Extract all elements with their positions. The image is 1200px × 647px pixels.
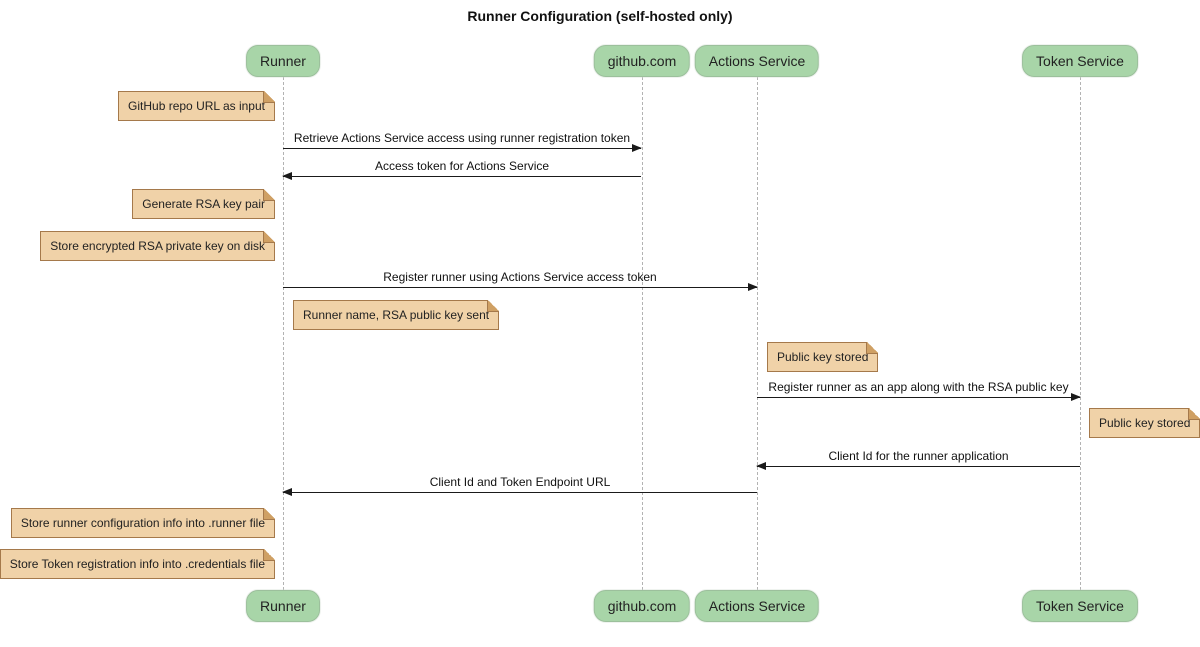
participant-token-service-bottom: Token Service bbox=[1022, 590, 1138, 622]
note-store-runner-config: Store runner configuration info into .ru… bbox=[10, 508, 275, 538]
arrowhead-icon bbox=[756, 462, 766, 470]
arrow-right-icon bbox=[283, 144, 642, 152]
note-fold-icon bbox=[263, 549, 275, 561]
participant-github-com-bottom: github.com bbox=[593, 590, 691, 622]
note-store-token-registration: Store Token registration info into .cred… bbox=[0, 549, 275, 579]
arrowhead-icon bbox=[1071, 393, 1081, 401]
note-text: Store runner configuration info into .ru… bbox=[20, 516, 265, 530]
note-public-key-stored-token: Public key stored bbox=[1089, 408, 1200, 438]
note-github-repo-url: GitHub repo URL as input bbox=[118, 91, 275, 121]
message-label: Access token for Actions Service bbox=[374, 159, 550, 173]
message-label: Client Id and Token Endpoint URL bbox=[429, 475, 611, 489]
arrow-left-icon bbox=[282, 488, 757, 496]
message-retrieve-actions-access: Retrieve Actions Service access using ru… bbox=[283, 131, 642, 152]
note-text: GitHub repo URL as input bbox=[128, 99, 265, 113]
note-text: Store encrypted RSA private key on disk bbox=[50, 239, 265, 253]
lifeline-github-com bbox=[642, 77, 643, 590]
message-register-runner-as-app: Register runner as an app along with the… bbox=[757, 380, 1081, 401]
lifeline-actions-service bbox=[757, 77, 758, 590]
participant-actions-service-bottom: Actions Service bbox=[694, 590, 820, 622]
note-fold-icon bbox=[263, 91, 275, 103]
note-text: Store Token registration info into .cred… bbox=[9, 557, 265, 571]
message-register-runner: Register runner using Actions Service ac… bbox=[283, 270, 758, 291]
message-label: Retrieve Actions Service access using ru… bbox=[293, 131, 631, 145]
participant-runner-top: Runner bbox=[246, 45, 320, 77]
arrow-right-icon bbox=[757, 393, 1081, 401]
arrow-left-icon bbox=[756, 462, 1080, 470]
arrowhead-icon bbox=[282, 488, 292, 496]
participant-actions-service-top: Actions Service bbox=[694, 45, 820, 77]
message-client-id-token-endpoint: Client Id and Token Endpoint URL bbox=[282, 475, 757, 496]
message-label: Client Id for the runner application bbox=[828, 449, 1009, 463]
note-runner-name-public-key-sent: Runner name, RSA public key sent bbox=[293, 300, 500, 330]
message-access-token: Access token for Actions Service bbox=[282, 159, 641, 180]
note-fold-icon bbox=[263, 189, 275, 201]
lifeline-runner bbox=[283, 77, 284, 590]
note-text: Public key stored bbox=[1099, 416, 1191, 430]
lifeline-token-service bbox=[1080, 77, 1081, 590]
note-generate-rsa-key-pair: Generate RSA key pair bbox=[132, 189, 275, 219]
note-store-encrypted-private-key: Store encrypted RSA private key on disk bbox=[40, 231, 275, 261]
note-fold-icon bbox=[263, 231, 275, 243]
note-text: Generate RSA key pair bbox=[142, 197, 265, 211]
note-fold-icon bbox=[487, 300, 500, 312]
message-label: Register runner as an app along with the… bbox=[768, 380, 1069, 394]
arrow-left-icon bbox=[282, 172, 641, 180]
arrowhead-icon bbox=[748, 283, 758, 291]
note-text: Public key stored bbox=[777, 350, 869, 364]
note-fold-icon bbox=[1188, 408, 1200, 420]
arrowhead-icon bbox=[282, 172, 292, 180]
arrowhead-icon bbox=[632, 144, 642, 152]
note-fold-icon bbox=[263, 508, 275, 520]
participant-github-com-top: github.com bbox=[593, 45, 691, 77]
note-text: Runner name, RSA public key sent bbox=[303, 308, 490, 322]
note-public-key-stored-actions: Public key stored bbox=[767, 342, 879, 372]
participant-token-service-top: Token Service bbox=[1022, 45, 1138, 77]
message-label: Register runner using Actions Service ac… bbox=[383, 270, 657, 284]
participant-runner-bottom: Runner bbox=[246, 590, 320, 622]
diagram-title: Runner Configuration (self-hosted only) bbox=[467, 8, 733, 24]
note-fold-icon bbox=[866, 342, 879, 354]
message-client-id-for-runner: Client Id for the runner application bbox=[756, 449, 1080, 470]
arrow-right-icon bbox=[283, 283, 758, 291]
